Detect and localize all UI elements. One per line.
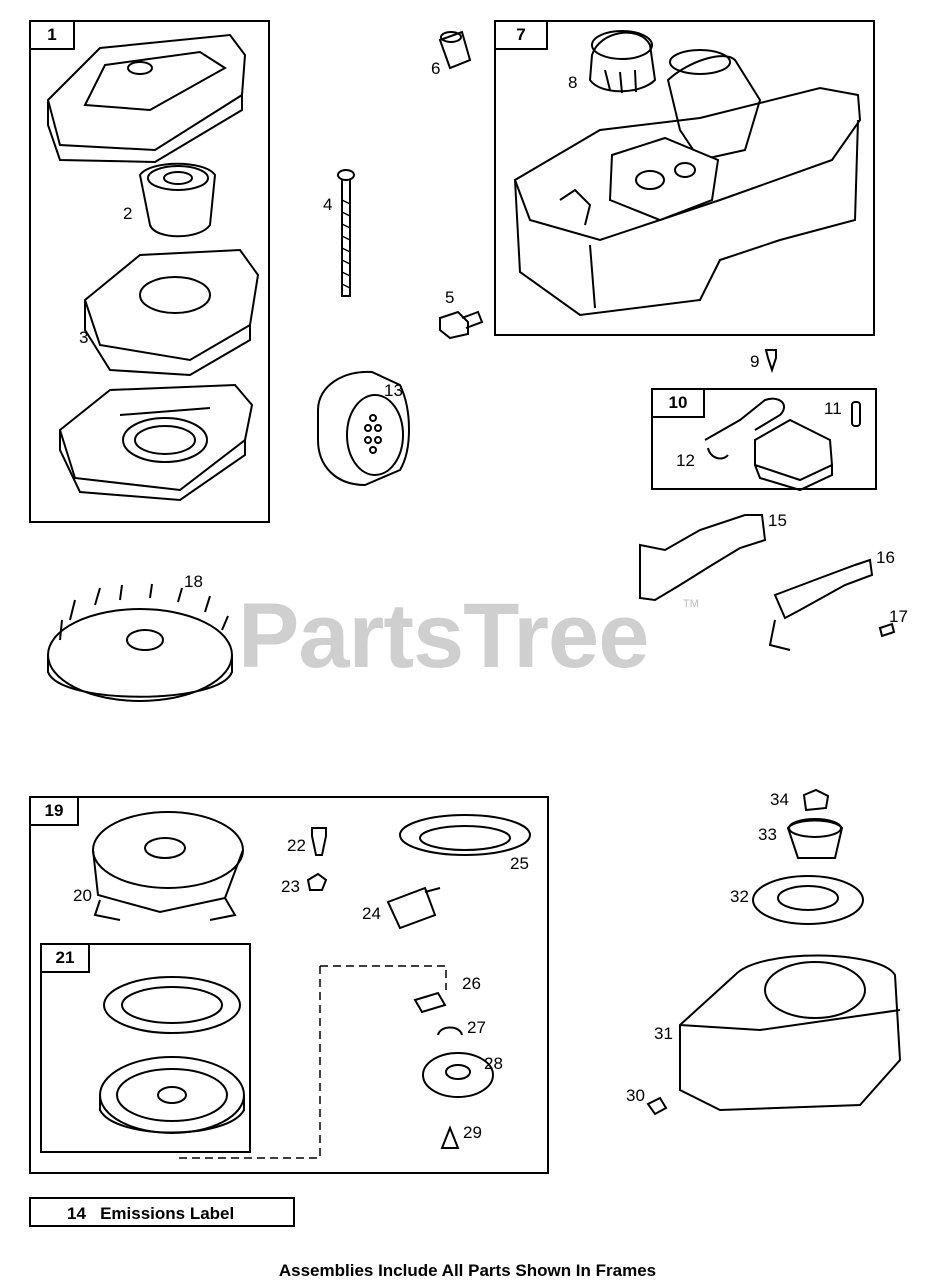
dashed-connector [175,965,447,1159]
part-label-27: 27 [467,1018,486,1037]
part-label-20: 20 [73,886,92,905]
part-label-15: 15 [768,511,787,530]
part-label-16: 16 [876,548,895,567]
blower-assembly-drawing [646,788,902,1116]
fuel-cap-drawing [588,30,657,94]
frame-1-tag: 1 [31,22,75,50]
muffler-drawing [317,370,410,487]
part-label-12: 12 [676,451,695,470]
ignition-coil-drawing [704,397,834,492]
watermark-logo: PartsTree [238,585,649,687]
frame-21-tag: 21 [42,945,90,973]
frame-19: 19 [29,796,549,1174]
pin-drawing [851,401,861,427]
part-label-33: 33 [758,825,777,844]
bolt-drawing [337,169,355,297]
part-label-2: 2 [123,204,133,223]
part-label-17: 17 [889,607,908,626]
part-label-32: 32 [730,887,749,906]
frame-10: 10 [651,388,877,490]
flywheel-drawing [47,583,233,702]
part-label-13: 13 [384,381,403,400]
part-label-9: 9 [750,352,760,371]
part-label-29: 29 [463,1123,482,1142]
air-cleaner-cover-drawing [46,33,247,164]
sleeve-drawing [438,30,472,70]
frame-7: 7 [494,20,875,336]
emissions-label-box: 14 Emissions Label [29,1197,295,1227]
rope-drawing [399,814,531,856]
part-label-23: 23 [281,877,300,896]
part-label-6: 6 [431,59,441,78]
part-label-18: 18 [184,572,203,591]
part-label-24: 24 [362,904,381,923]
bracket-drawing [639,514,767,602]
part-label-5: 5 [445,288,455,307]
air-guide-drawing [768,558,874,651]
fuel-tank-drawing [513,49,862,317]
blower-housing-drawing [92,811,244,921]
rewind-spring-drawing [99,976,245,1134]
part-label-28: 28 [484,1054,503,1073]
part-label-30: 30 [626,1086,645,1105]
nut-drawing [306,872,328,891]
footer-note: Assemblies Include All Parts Shown In Fr… [278,1261,657,1280]
handle-drawing [386,886,441,930]
foam-element-drawing [83,248,260,377]
frame-21: 21 [40,943,251,1153]
part-label-22: 22 [287,836,306,855]
part-label-26: 26 [462,974,481,993]
frame-7-tag: 7 [496,22,548,50]
part-label-4: 4 [323,195,333,214]
screw-small-drawing [878,622,896,638]
bolt-small-drawing [311,827,327,856]
part-label-25: 25 [510,854,529,873]
part-label-34: 34 [770,790,789,809]
part-label-3: 3 [79,328,89,347]
part-label-8: 8 [568,73,578,92]
part-label-31: 31 [654,1024,673,1043]
screw-drawing [439,310,484,340]
filter-drawing [138,162,217,238]
small-screw-drawing [764,349,777,374]
part-label-11: 11 [824,399,842,418]
ratchet-parts-drawing [413,991,494,1149]
frame-1: 1 [29,20,270,523]
frame-10-tag: 10 [653,390,705,418]
watermark-trademark: TM [683,598,699,610]
frame-19-tag: 19 [31,798,79,826]
air-cleaner-base-drawing [58,383,254,502]
